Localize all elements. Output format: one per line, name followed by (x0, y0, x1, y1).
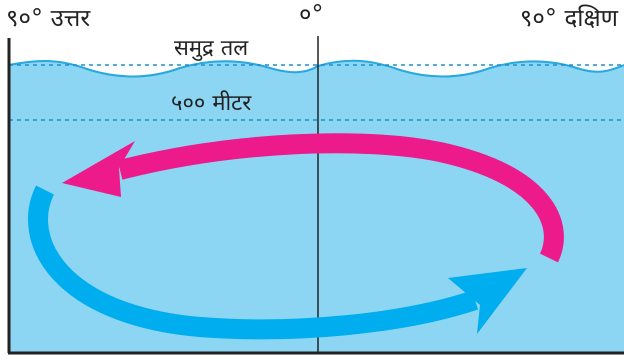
equator-label: ०° (299, 0, 324, 28)
south-pole-label: ९०° दक्षिण (519, 4, 618, 32)
arrow-left-icon (62, 141, 135, 197)
deep-flow-arc (28, 185, 479, 340)
north-pole-label: ९०° उत्तर (6, 4, 91, 32)
depth-label: ५०० मीटर (171, 91, 252, 116)
arrow-right-icon (448, 268, 527, 334)
upper-flow-arc (117, 133, 564, 263)
sea-level-label: समुद्र तल (174, 36, 249, 61)
